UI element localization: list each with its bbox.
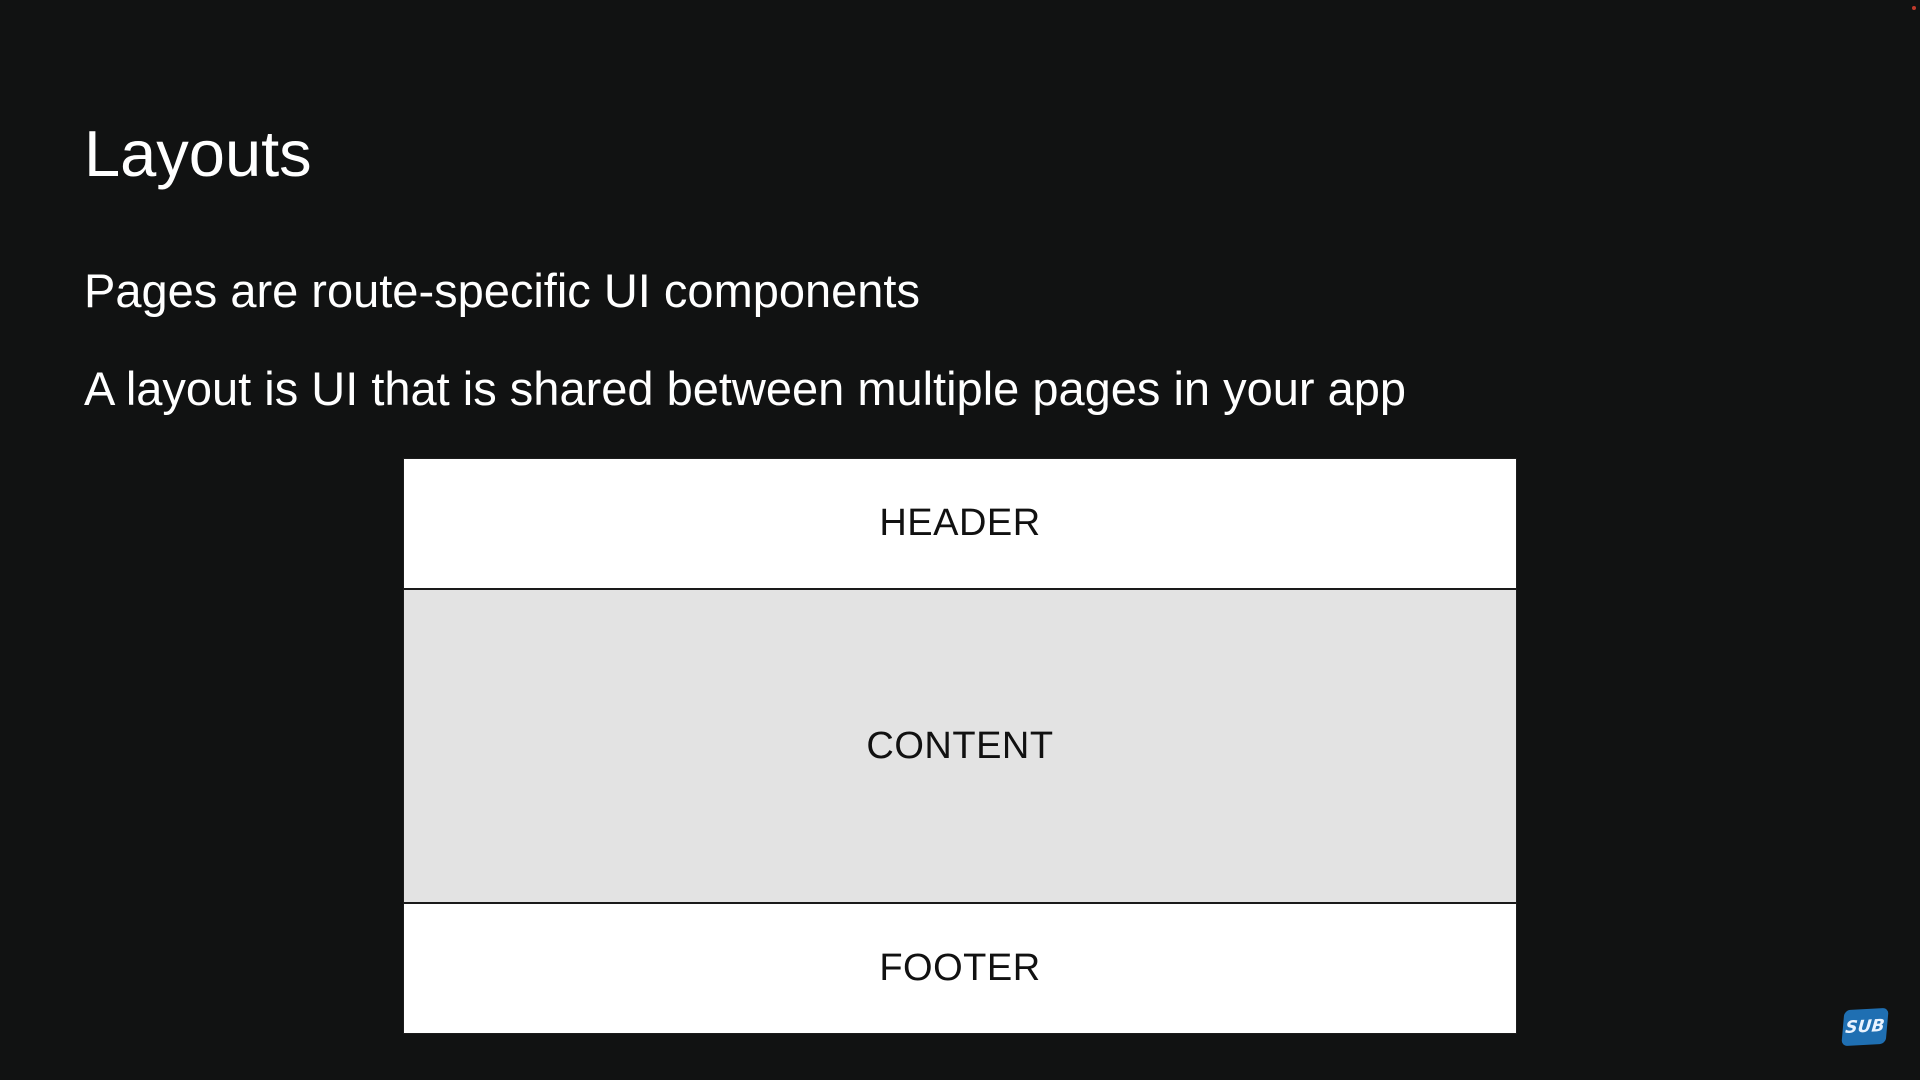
subscribe-badge-label: SUB — [1844, 1015, 1886, 1039]
diagram-header-region: HEADER — [404, 459, 1516, 590]
bullet-pages: Pages are route-specific UI components — [84, 264, 920, 317]
subscribe-badge-icon[interactable]: SUB — [1841, 1007, 1889, 1047]
diagram-footer-region: FOOTER — [404, 904, 1516, 1033]
footer-label: FOOTER — [879, 947, 1041, 989]
layout-diagram: HEADER CONTENT FOOTER — [403, 458, 1517, 1034]
recording-dot-icon — [1912, 6, 1916, 10]
bullet-layout: A layout is UI that is shared between mu… — [84, 362, 1406, 415]
header-label: HEADER — [879, 502, 1041, 544]
slide-title: Layouts — [84, 117, 312, 190]
content-label: CONTENT — [866, 724, 1054, 767]
diagram-content-region: CONTENT — [404, 590, 1516, 904]
